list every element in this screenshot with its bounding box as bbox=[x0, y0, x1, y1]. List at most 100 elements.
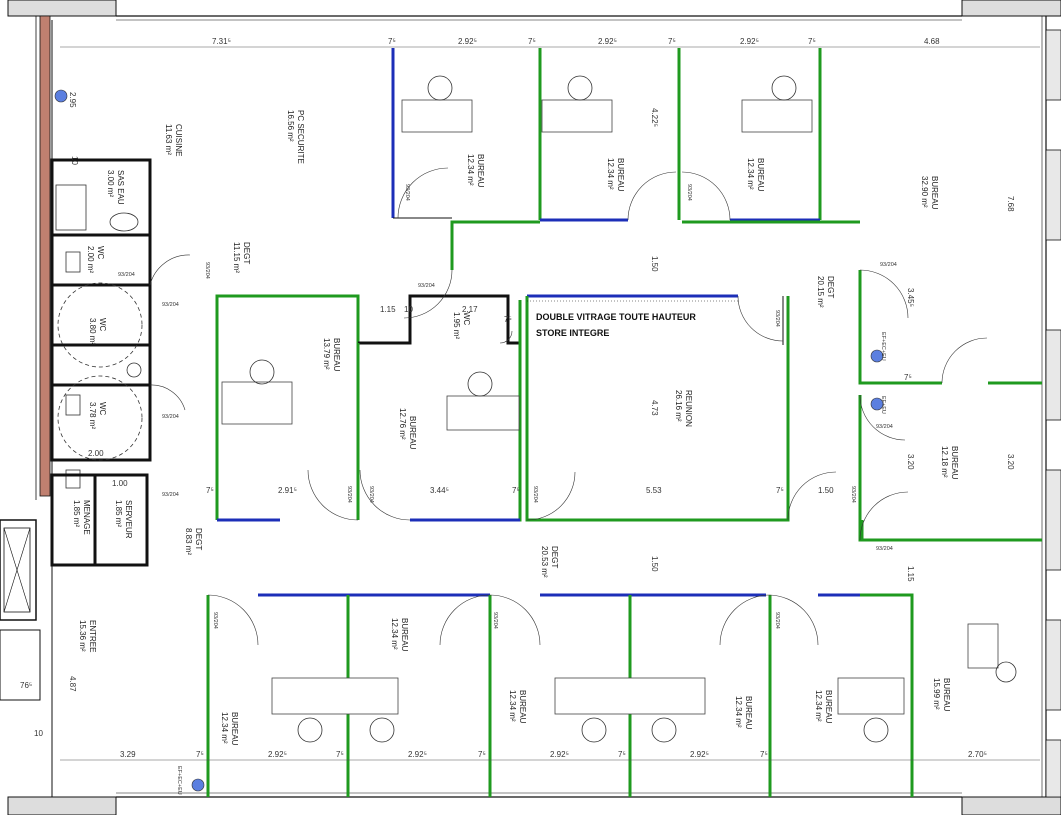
dim-top-7: 2.92⁵ bbox=[740, 37, 759, 46]
dim-top-6: 7⁵ bbox=[668, 37, 676, 46]
dim-v-1.50b: 1.50 bbox=[650, 556, 659, 572]
dim-misc-1.00: 1.00 bbox=[112, 479, 128, 488]
dim-bottom-9: 2.92⁵ bbox=[690, 750, 709, 759]
middle-partitions bbox=[215, 167, 1042, 542]
dim-bottom-8: 7⁵ bbox=[618, 750, 626, 759]
dim-v-1.50a: 1.50 bbox=[650, 256, 659, 272]
room-name-bureau: BUREAU bbox=[616, 158, 625, 192]
room-name-degt: DEGT bbox=[550, 546, 559, 568]
door-tag: 93/204 bbox=[880, 262, 897, 268]
dim-v-3.45: 3.45⁵ bbox=[906, 288, 915, 307]
room-area-sas-eau: 3.00 m² bbox=[106, 170, 115, 197]
room-area-wc: 3.78 m² bbox=[88, 402, 97, 429]
room-area-pc-securite: 16.56 m² bbox=[286, 110, 295, 142]
door-tag: 93/204 bbox=[404, 184, 410, 201]
door-tag: 93/204 bbox=[204, 262, 210, 279]
dim-row-8: 7⁵ bbox=[904, 373, 912, 382]
door-tag: 93/204 bbox=[876, 546, 893, 552]
dim-v-4.22: 4.22⁵ bbox=[650, 108, 659, 127]
dim-left-top: 2.95 bbox=[68, 92, 77, 108]
dim-bottom-2: 7⁵ bbox=[196, 750, 204, 759]
room-area-reunion: 26.16 m² bbox=[674, 390, 683, 422]
water-point-icon bbox=[870, 349, 884, 363]
room-name-entree: ENTREE bbox=[88, 620, 97, 652]
dim-v-4.87: 4.87 bbox=[68, 676, 77, 692]
door-tag: 93/204 bbox=[492, 612, 498, 629]
dim-v-76: 76⁵ bbox=[20, 681, 32, 690]
door-tag: 93/204 bbox=[850, 486, 856, 503]
dim-v-1.15: 1.15 bbox=[906, 566, 915, 582]
room-name-bureau: BUREAU bbox=[824, 690, 833, 724]
dim-mid-1: 1.15 bbox=[380, 305, 396, 314]
marker-label: EF+EC+EU bbox=[176, 766, 182, 795]
room-name-reunion: REUNION bbox=[684, 390, 693, 427]
room-area-cuisine: 11.63 m² bbox=[164, 124, 173, 155]
room-name-bureau: BUREAU bbox=[518, 690, 527, 724]
marker-label: EF+EU bbox=[880, 396, 886, 414]
dim-mid-3: 2.17 bbox=[462, 305, 478, 314]
dim-v-10: 10 bbox=[34, 729, 43, 738]
glazing-note-line1: DOUBLE VITRAGE TOUTE HAUTEUR bbox=[536, 312, 696, 322]
dim-misc-2.00: 2.00 bbox=[88, 449, 104, 458]
door-tag: 93/204 bbox=[118, 272, 135, 278]
dim-top-4: 7⁵ bbox=[528, 37, 536, 46]
door-tag: 93/204 bbox=[368, 486, 374, 503]
room-area-bureau: 12.76 m² bbox=[398, 408, 407, 440]
room-name-wc: WC bbox=[462, 312, 471, 326]
dim-top-5: 2.92⁵ bbox=[598, 37, 617, 46]
room-name-bureau: BUREAU bbox=[230, 712, 239, 746]
marker-labels: EF+EC+EU EF+EU EF+EC+EU bbox=[176, 332, 886, 795]
dim-bottom-1: 3.29 bbox=[120, 750, 136, 759]
glazing-note: DOUBLE VITRAGE TOUTE HAUTEUR STORE INTEG… bbox=[527, 300, 738, 338]
room-name-bureau: BUREAU bbox=[476, 154, 485, 188]
room-labels: CUISINE 11.63 m² PC SECURITE 16.56 m² BU… bbox=[72, 110, 959, 746]
room-name-wc: WC bbox=[96, 246, 105, 260]
room-name-bureau: BUREAU bbox=[756, 158, 765, 192]
dim-top-9: 4.68 bbox=[924, 37, 940, 46]
room-name-wc: WC bbox=[98, 402, 107, 416]
room-area-bureau: 12.34 m² bbox=[390, 618, 399, 650]
room-name-bureau: BUREAU bbox=[744, 696, 753, 730]
door-tag: 93/204 bbox=[774, 310, 780, 327]
wet-core bbox=[50, 158, 191, 567]
dim-bottom-10: 7⁵ bbox=[760, 750, 768, 759]
marker-label: EF+EC+EU bbox=[880, 332, 886, 361]
dim-v-7.68: 7.68 bbox=[1006, 196, 1015, 212]
room-name-wc: WC bbox=[98, 318, 107, 332]
door-tag: 93/204 bbox=[532, 486, 538, 503]
room-area-degt: 8.83 m² bbox=[184, 528, 193, 555]
room-name-degt: DEGT bbox=[194, 528, 203, 550]
dim-row-5: 5.53 bbox=[646, 486, 662, 495]
dim-v-4.73: 4.73 bbox=[650, 400, 659, 416]
room-area-bureau: 12.34 m² bbox=[734, 696, 743, 728]
room-name-bureau: BUREAU bbox=[950, 446, 959, 480]
dim-mid-2: 10 bbox=[404, 305, 413, 314]
room-name-bureau: BUREAU bbox=[942, 678, 951, 712]
room-area-bureau: 12.34 m² bbox=[746, 158, 755, 190]
room-area-wc: 2.00 m² bbox=[86, 246, 95, 273]
dim-row-1: 7⁵ bbox=[206, 486, 214, 495]
dim-top-2: 7⁵ bbox=[388, 37, 396, 46]
room-area-wc: 3.80 m² bbox=[88, 318, 97, 345]
water-markers bbox=[54, 89, 884, 792]
door-tag: 93/204 bbox=[162, 414, 179, 420]
room-area-bureau: 12.34 m² bbox=[508, 690, 517, 722]
room-name-bureau: BUREAU bbox=[400, 618, 409, 652]
dim-row-7: 1.50 bbox=[818, 486, 834, 495]
dim-row-6: 7⁵ bbox=[776, 486, 784, 495]
door-tag: 93/204 bbox=[418, 283, 435, 289]
room-area-bureau: 12.34 m² bbox=[220, 712, 229, 744]
misc-dimensions: 1.15 10 2.17 7⁵ 7⁵ 2.91⁵ 3.44⁵ 7⁵ 5.53 7… bbox=[20, 92, 1040, 761]
room-name-bureau: BUREAU bbox=[408, 416, 417, 450]
dim-bottom-7: 2.92⁵ bbox=[550, 750, 569, 759]
door-tag: 93/204 bbox=[162, 492, 179, 498]
dim-top-8: 7⁵ bbox=[808, 37, 816, 46]
dim-v-3.20b: 3.20 bbox=[1006, 454, 1015, 470]
dim-mid-4: 7⁵ bbox=[504, 315, 512, 324]
door-labels: 93/204 93/204 93/204 93/204 93/204 93/20… bbox=[118, 184, 897, 629]
door-tag: 93/204 bbox=[686, 184, 692, 201]
top-dimensions: 7.31⁵ 7⁵ 2.92⁵ 7⁵ 2.92⁵ 7⁵ 2.92⁵ 7⁵ 4.68 bbox=[60, 37, 1040, 48]
door-tag: 93/204 bbox=[774, 612, 780, 629]
